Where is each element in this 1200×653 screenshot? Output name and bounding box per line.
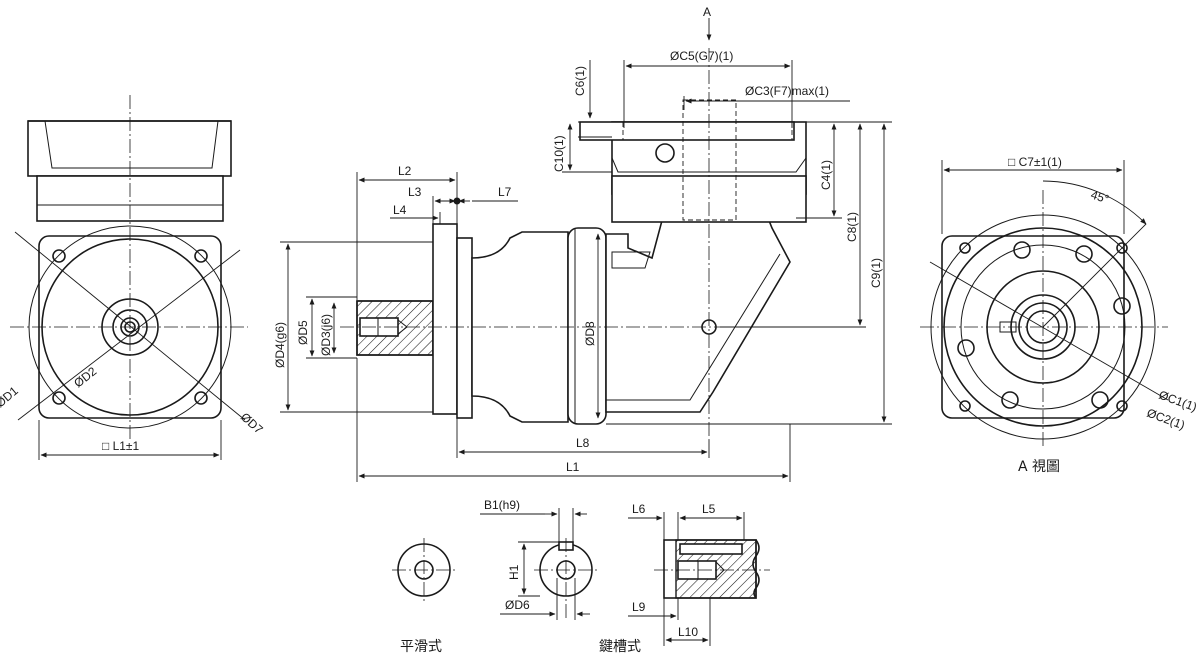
dim-l3: L3 — [408, 185, 422, 199]
dim-l1-square: □ L1±1 — [102, 439, 140, 453]
dim-b1: B1(h9) — [484, 498, 520, 512]
a-view: □ C7±1(1) 45° ØC1(1) ØC2(1) A 視圖 — [920, 155, 1199, 475]
dim-c10: C10(1) — [552, 135, 566, 172]
view-a-marker: A — [703, 5, 711, 19]
side-view: A ØC5(G7)(1) ØC3(F7)max(1) C6(1) C10(1) … — [273, 5, 892, 482]
dim-c4: C4(1) — [819, 160, 833, 190]
shaft-smooth-detail: 平滑式 — [392, 538, 457, 653]
dim-l7: L7 — [498, 185, 512, 199]
dim-d6: ØD6 — [505, 598, 530, 612]
dim-45: 45° — [1089, 188, 1111, 207]
dim-c7: □ C7±1(1) — [1008, 155, 1062, 169]
dim-d8: ØD8 — [583, 321, 597, 346]
dim-l1: L1 — [566, 460, 580, 474]
left-flange-view: □ L1±1 ØD1 ØD2 ØD7 — [0, 95, 266, 460]
dim-l5: L5 — [702, 502, 716, 516]
dim-l4: L4 — [393, 203, 407, 217]
dim-l10: L10 — [678, 625, 698, 639]
dim-c3: ØC3(F7)max(1) — [745, 84, 829, 98]
dim-c5: ØC5(G7)(1) — [670, 49, 733, 63]
dim-c6: C6(1) — [573, 66, 587, 96]
dim-l2: L2 — [398, 164, 412, 178]
dim-l9: L9 — [632, 600, 646, 614]
a-view-caption: A 視圖 — [1018, 459, 1060, 475]
caption-smooth: 平滑式 — [400, 638, 442, 653]
caption-keyed: 鍵槽式 — [599, 639, 641, 653]
dim-d4: ØD4(g6) — [273, 322, 287, 368]
dim-d3: ØD3(j6) — [319, 314, 333, 356]
dim-c8: C8(1) — [845, 212, 859, 242]
shaft-keyed-detail: B1(h9) H1 ØD6 鍵槽式 — [480, 498, 641, 653]
dim-c9: C9(1) — [869, 258, 883, 288]
dim-d7: ØD7 — [238, 410, 266, 437]
dim-c2: ØC2(1) — [1145, 406, 1187, 433]
dim-l8: L8 — [576, 436, 590, 450]
dim-d1: ØD1 — [0, 384, 21, 411]
dim-d5: ØD5 — [296, 320, 310, 345]
dim-h1: H1 — [507, 564, 521, 580]
dim-l6: L6 — [632, 502, 646, 516]
keyed-section-detail: L6 L5 L9 L10 — [628, 502, 770, 646]
